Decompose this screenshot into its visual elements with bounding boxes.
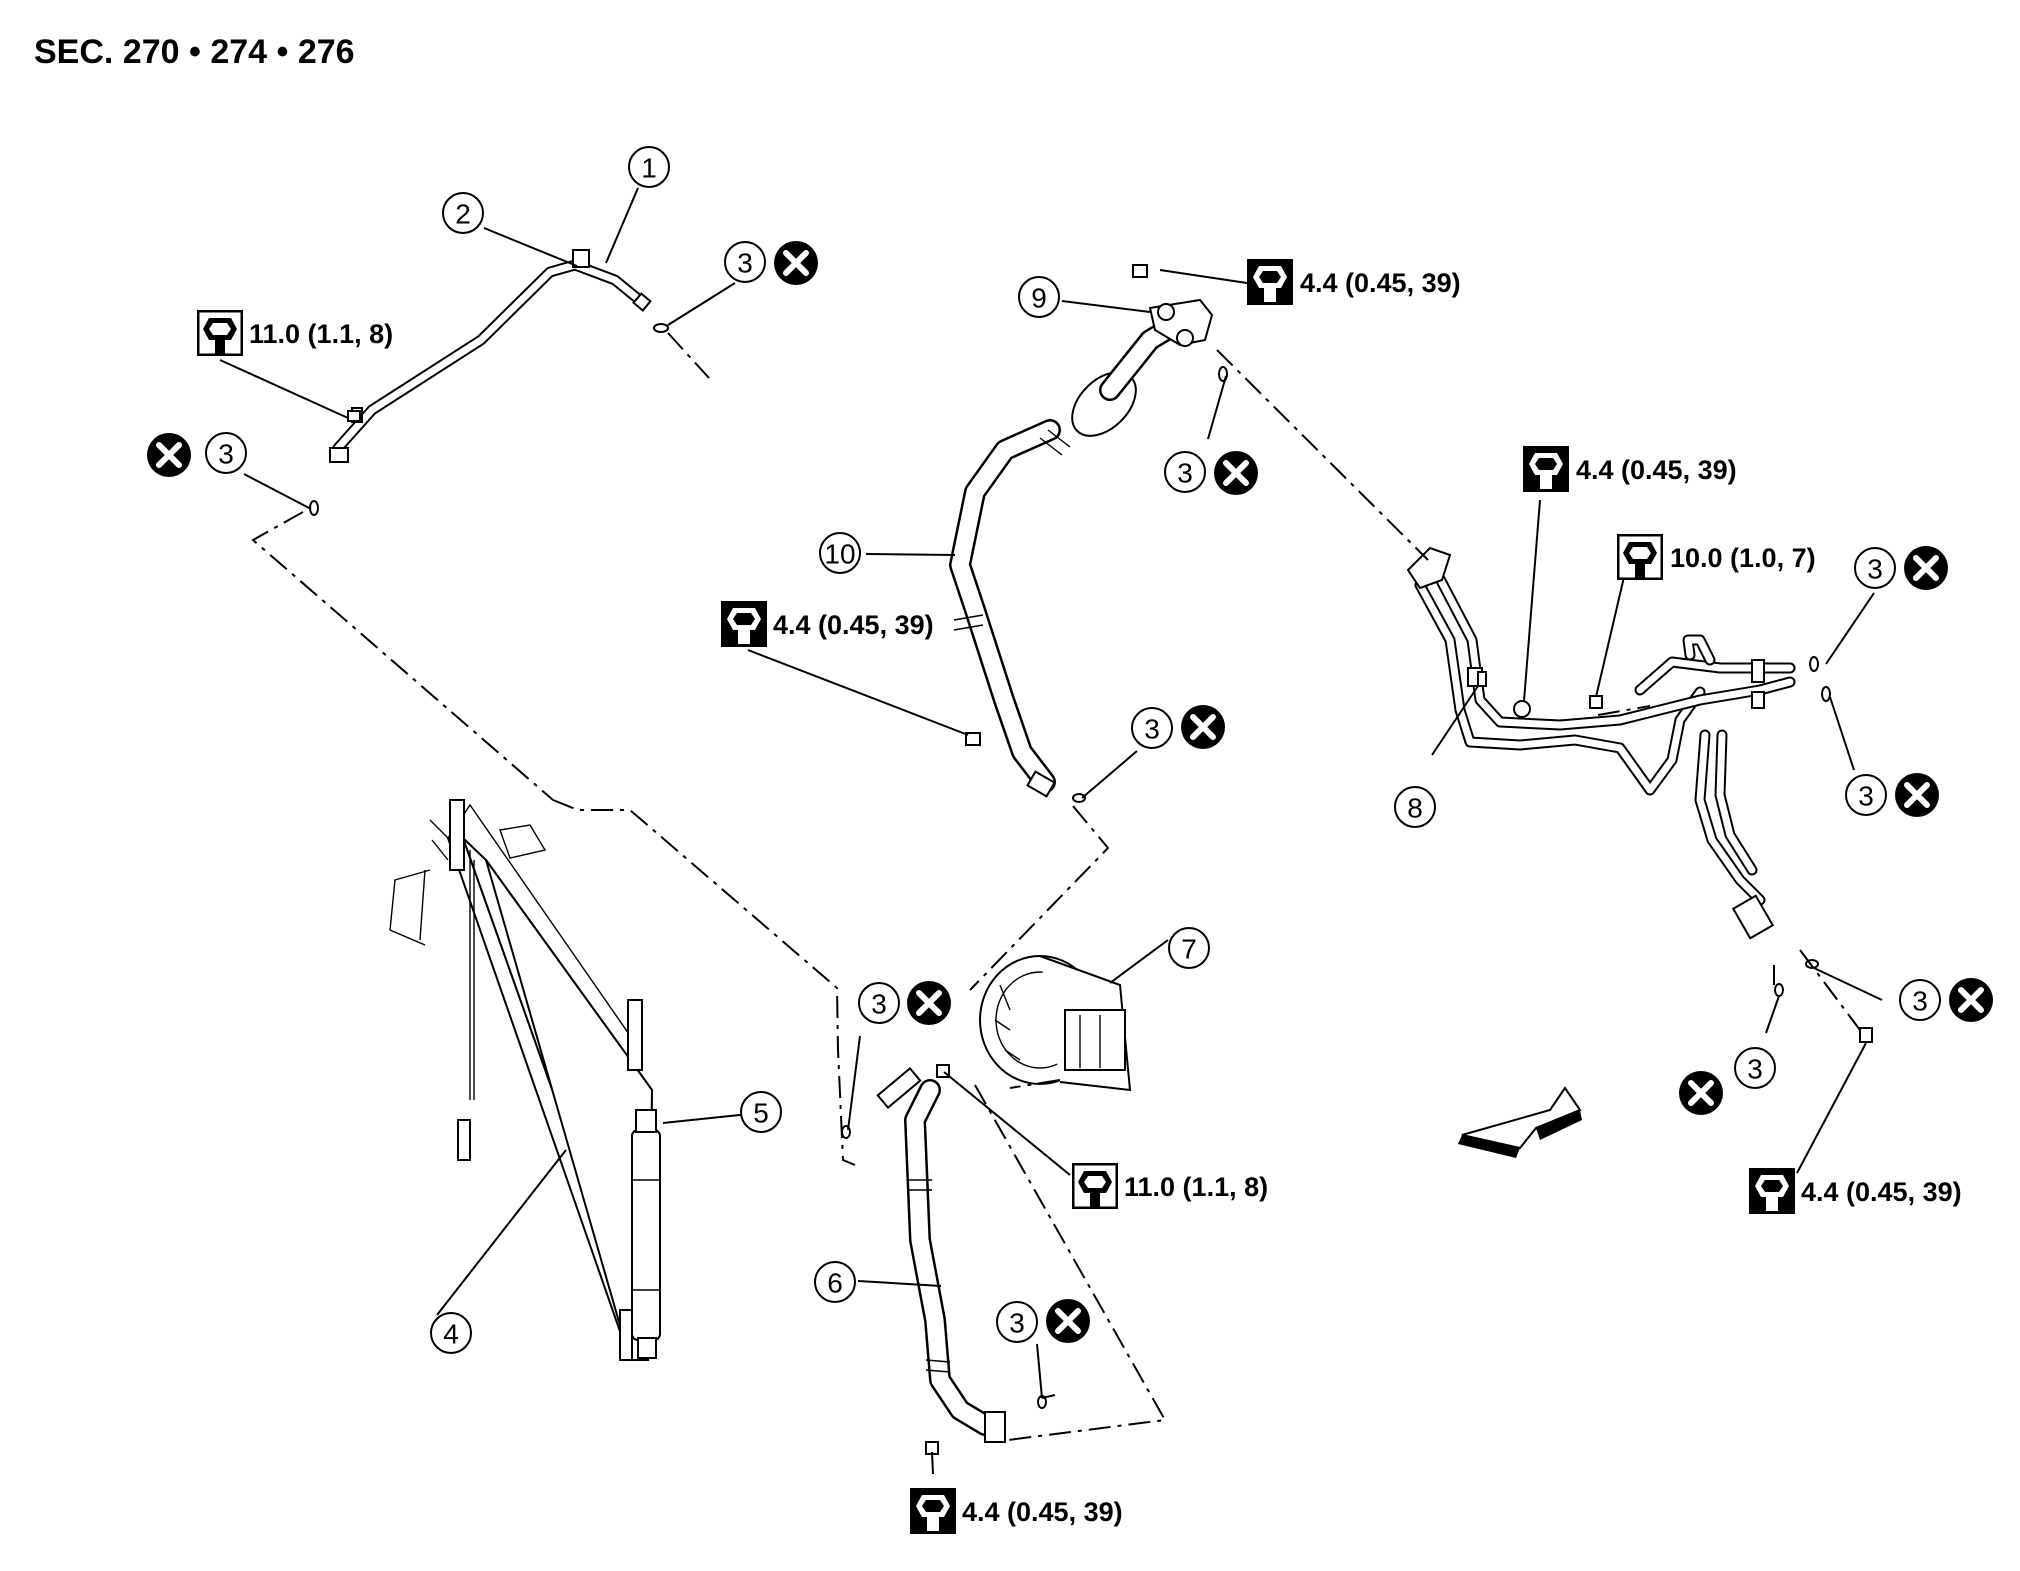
bolt-pipe-1 xyxy=(347,410,361,422)
bolt-9 xyxy=(1132,264,1148,278)
torque-spec-hose-6: 4.4 (0.45, 39) xyxy=(910,1488,1123,1534)
callout-3-e: 3 xyxy=(1854,547,1896,589)
svg-text:4.4 (0.45, 39): 4.4 (0.45, 39) xyxy=(773,610,934,640)
callout-6: 6 xyxy=(814,1261,856,1303)
leader-lines xyxy=(219,187,1883,1475)
do-not-reuse-x-icon xyxy=(907,981,951,1025)
svg-text:3: 3 xyxy=(1867,554,1883,585)
torque-spec-pipe-8-a: 4.4 (0.45, 39) xyxy=(1523,446,1737,492)
torque-wrench-outline-icon xyxy=(1072,1163,1118,1209)
svg-text:3: 3 xyxy=(1177,458,1193,489)
callout-3-g: 3 xyxy=(1899,979,1941,1021)
do-not-reuse-x-icon xyxy=(1904,546,1948,590)
callout-10: 10 xyxy=(819,532,861,574)
do-not-reuse-x-icon xyxy=(774,241,818,285)
callout-4: 4 xyxy=(430,1312,472,1354)
torque-wrench-filled-icon xyxy=(1247,259,1293,305)
do-not-reuse-x-icon xyxy=(1895,773,1939,817)
svg-text:8: 8 xyxy=(1407,793,1423,824)
svg-text:7: 7 xyxy=(1181,934,1197,965)
callout-8: 8 xyxy=(1394,786,1436,828)
callout-3-d: 3 xyxy=(1131,707,1173,749)
callout-9: 9 xyxy=(1018,276,1060,318)
callout-2: 2 xyxy=(442,192,484,234)
svg-text:3: 3 xyxy=(218,439,234,470)
svg-text:1: 1 xyxy=(641,153,657,184)
callout-3-h: 3 xyxy=(1734,1047,1776,1089)
high-pressure-pipe-1 xyxy=(329,249,652,463)
torque-spec-pipe-1: 11.0 (1.1, 8) xyxy=(197,310,393,356)
torque-wrench-filled-icon xyxy=(721,601,767,647)
bolt-8b xyxy=(1589,695,1603,709)
pipe-assembly-8 xyxy=(1406,546,1796,940)
callout-3-f: 3 xyxy=(1845,774,1887,816)
callout-3-b: 3 xyxy=(205,432,247,474)
do-not-reuse-x-icon xyxy=(1181,705,1225,749)
svg-text:3: 3 xyxy=(871,989,887,1020)
torque-wrench-filled-icon xyxy=(1749,1168,1795,1214)
svg-text:11.0 (1.1, 8): 11.0 (1.1, 8) xyxy=(1124,1172,1268,1202)
bolt-10 xyxy=(965,732,981,746)
svg-text:6: 6 xyxy=(827,1268,843,1299)
compressor-7 xyxy=(979,955,1132,1092)
torque-spec-pipe-8-b: 10.0 (1.0, 7) xyxy=(1617,534,1816,580)
svg-text:4.4 (0.45, 39): 4.4 (0.45, 39) xyxy=(1801,1177,1962,1207)
o-ring-8b xyxy=(1821,686,1831,702)
low-pressure-hose-10 xyxy=(949,311,1191,798)
svg-text:3: 3 xyxy=(1912,986,1928,1017)
callout-1: 1 xyxy=(628,146,670,188)
torque-wrench-outline-icon xyxy=(1617,534,1663,580)
callout-3-a: 3 xyxy=(724,241,766,283)
svg-text:4: 4 xyxy=(443,1319,459,1350)
o-ring-10 xyxy=(1072,793,1086,803)
do-not-reuse-x-icon xyxy=(1046,1299,1090,1343)
connection-dash-lines xyxy=(251,332,1861,1441)
callout-7: 7 xyxy=(1168,927,1210,969)
torque-wrench-filled-icon xyxy=(1523,446,1569,492)
callout-3-i: 3 xyxy=(858,982,900,1024)
svg-text:9: 9 xyxy=(1031,283,1047,314)
torque-spec-block-9: 4.4 (0.45, 39) xyxy=(1247,259,1461,305)
o-ring-1a xyxy=(653,323,669,333)
bolt-8a xyxy=(1513,700,1531,718)
torque-wrench-filled-icon xyxy=(910,1488,956,1534)
block-fitting-9 xyxy=(1148,298,1214,347)
svg-text:3: 3 xyxy=(1747,1054,1763,1085)
svg-text:3: 3 xyxy=(1009,1308,1025,1339)
liquid-tank-5 xyxy=(631,1109,661,1359)
torque-spec-hose-10: 4.4 (0.45, 39) xyxy=(721,601,934,647)
condenser-4 xyxy=(389,799,654,1361)
svg-text:10: 10 xyxy=(824,539,855,570)
do-not-reuse-x-icon xyxy=(147,433,191,477)
svg-text:5: 5 xyxy=(753,1098,769,1129)
callout-3-j: 3 xyxy=(996,1301,1038,1343)
torque-wrench-outline-icon xyxy=(197,310,243,356)
torque-spec-pipe-8-c: 4.4 (0.45, 39) xyxy=(1749,1168,1962,1214)
svg-text:10.0 (1.0, 7): 10.0 (1.0, 7) xyxy=(1670,543,1816,573)
do-not-reuse-x-icon xyxy=(1214,451,1258,495)
section-title: SEC. 270 • 274 • 276 xyxy=(34,33,355,71)
svg-text:3: 3 xyxy=(737,248,753,279)
torque-spec-compressor: 11.0 (1.1, 8) xyxy=(1072,1163,1268,1209)
svg-text:3: 3 xyxy=(1144,714,1160,745)
discharge-hose-6 xyxy=(876,1066,1006,1443)
svg-text:4.4 (0.45, 39): 4.4 (0.45, 39) xyxy=(962,1497,1123,1527)
svg-text:2: 2 xyxy=(455,199,471,230)
front-direction-arrow-icon xyxy=(1458,1086,1582,1158)
do-not-reuse-x-icon xyxy=(1949,978,1993,1022)
o-ring-8a xyxy=(1809,656,1819,672)
svg-text:11.0 (1.1, 8): 11.0 (1.1, 8) xyxy=(249,319,393,349)
o-ring-8d xyxy=(1774,983,1784,997)
callout-5: 5 xyxy=(740,1091,782,1133)
callout-3-c: 3 xyxy=(1164,451,1206,493)
svg-text:3: 3 xyxy=(1858,781,1874,812)
do-not-reuse-x-icon xyxy=(1679,1071,1723,1115)
svg-text:4.4 (0.45, 39): 4.4 (0.45, 39) xyxy=(1300,268,1461,298)
bolt-8c xyxy=(1859,1027,1873,1043)
svg-text:4.4 (0.45, 39): 4.4 (0.45, 39) xyxy=(1576,455,1737,485)
